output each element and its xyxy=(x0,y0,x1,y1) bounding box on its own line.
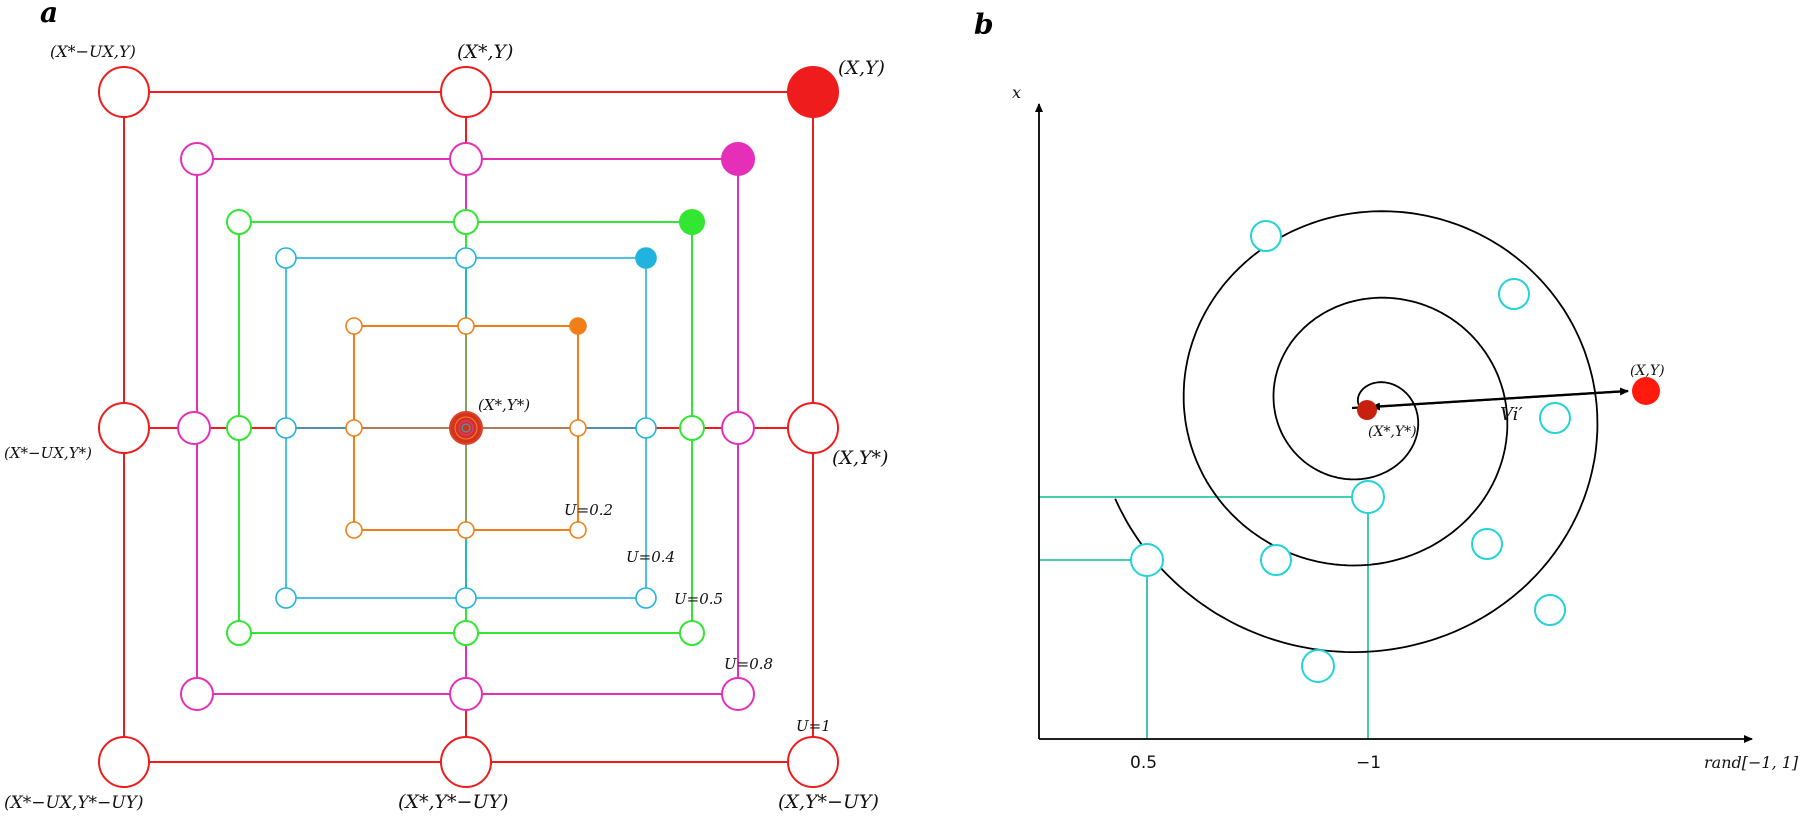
node-u08-bot-mid xyxy=(449,677,483,711)
spiral-node-1 xyxy=(1250,220,1282,252)
node-u1-bot-left xyxy=(98,736,150,788)
spiral-node-6 xyxy=(1260,544,1292,576)
label-top-mid: (X*,Y) xyxy=(457,41,513,63)
node-u04-bot-right xyxy=(635,587,657,609)
label-u02: U=0.2 xyxy=(564,501,613,519)
node-u05-bot-left xyxy=(226,620,252,646)
label-bot-mid: (X*,Y*−UY) xyxy=(398,791,508,813)
node-u04-bot-mid xyxy=(455,587,477,609)
node-u05-top-right xyxy=(679,209,705,235)
spiral-node-5 xyxy=(1471,528,1503,560)
node-u02-top-mid xyxy=(457,317,475,335)
node-u05-bot-mid xyxy=(453,620,479,646)
node-u05-bot-right xyxy=(679,620,705,646)
node-u05-mid-left xyxy=(226,415,252,441)
label-center: (X*,Y*) xyxy=(478,396,530,414)
label-u05: U=0.5 xyxy=(674,590,723,608)
spiral-node-4 xyxy=(1351,480,1385,514)
axes xyxy=(1035,103,1753,743)
nodes-u02 xyxy=(345,317,587,539)
node-u08-bot-right xyxy=(721,677,755,711)
node-u04-top-mid xyxy=(455,247,477,269)
node-u02-bot-left xyxy=(345,521,363,539)
node-u04-top-left xyxy=(275,247,297,269)
spiral-nodes xyxy=(1130,220,1571,683)
vector-label: Vi′ xyxy=(1500,404,1523,425)
panel-b: b xyxy=(974,8,1799,773)
node-u1-top-mid xyxy=(440,66,492,118)
node-u1-top-right xyxy=(787,66,839,118)
nodes-u1 xyxy=(98,66,839,788)
nodes-u08 xyxy=(177,142,755,711)
nodes-u04 xyxy=(275,247,657,609)
node-u02-mid-left xyxy=(345,419,363,437)
tick-m1: −1 xyxy=(1356,753,1381,773)
agent-label: (X,Y) xyxy=(1630,363,1665,379)
node-u1-mid-right xyxy=(787,402,839,454)
node-u05-mid-right xyxy=(679,415,705,441)
label-top-left: (X*−UX,Y) xyxy=(50,42,136,61)
tick-05: 0.5 xyxy=(1130,753,1157,773)
label-mid-right: (X,Y*) xyxy=(832,447,888,469)
node-u08-top-right xyxy=(721,142,755,176)
node-u05-top-left xyxy=(226,209,252,235)
best-position-node xyxy=(1357,400,1377,420)
node-u04-mid-right xyxy=(635,417,657,439)
node-u08-top-mid xyxy=(449,142,483,176)
node-u08-top-left xyxy=(180,142,214,176)
panel-a-letter: a xyxy=(40,0,58,29)
node-u05-top-mid xyxy=(453,209,479,235)
spiral-path xyxy=(1114,210,1599,653)
node-u02-top-left xyxy=(345,317,363,335)
node-u1-bot-mid xyxy=(440,736,492,788)
best-position-node xyxy=(449,411,483,445)
node-u1-mid-left xyxy=(98,402,150,454)
node-u04-top-right xyxy=(635,247,657,269)
node-u04-bot-left xyxy=(275,587,297,609)
nodes-u05 xyxy=(226,209,705,646)
node-u02-bot-right xyxy=(569,521,587,539)
spiral-node-7 xyxy=(1130,543,1164,577)
label-mid-left: (X*−UX,Y*) xyxy=(4,444,92,462)
node-u04-mid-left xyxy=(275,417,297,439)
vector-arrow xyxy=(1351,387,1629,411)
best-label: (X*,Y*) xyxy=(1368,424,1417,440)
node-u02-bot-mid xyxy=(457,521,475,539)
vector-arrow-left xyxy=(1371,389,1629,411)
label-u08: U=0.8 xyxy=(724,655,773,673)
panel-a: a xyxy=(4,0,888,813)
spiral-node-9 xyxy=(1301,649,1335,683)
node-u08-mid-left xyxy=(177,411,211,445)
node-u1-top-left xyxy=(98,66,150,118)
agent-position-node xyxy=(1632,377,1660,405)
label-u1: U=1 xyxy=(796,717,831,735)
panel-b-letter: b xyxy=(974,8,994,41)
node-u08-bot-left xyxy=(180,677,214,711)
node-u08-mid-right xyxy=(721,411,755,445)
label-u04: U=0.4 xyxy=(626,548,675,566)
spiral-node-2 xyxy=(1498,278,1530,310)
y-axis-label: x xyxy=(1012,83,1021,102)
label-bot-left: (X*−UX,Y*−UY) xyxy=(4,793,143,813)
x-axis-label: rand[−1, 1] xyxy=(1704,753,1799,772)
label-top-right: (X,Y) xyxy=(838,57,885,79)
label-bot-right: (X,Y*−UY) xyxy=(778,791,879,813)
node-u02-mid-right xyxy=(569,419,587,437)
node-u02-top-right xyxy=(569,317,587,335)
spiral-node-3 xyxy=(1539,402,1571,434)
guide-lines xyxy=(1039,496,1369,739)
node-u1-bot-right xyxy=(787,736,839,788)
spiral-node-8 xyxy=(1534,594,1566,626)
